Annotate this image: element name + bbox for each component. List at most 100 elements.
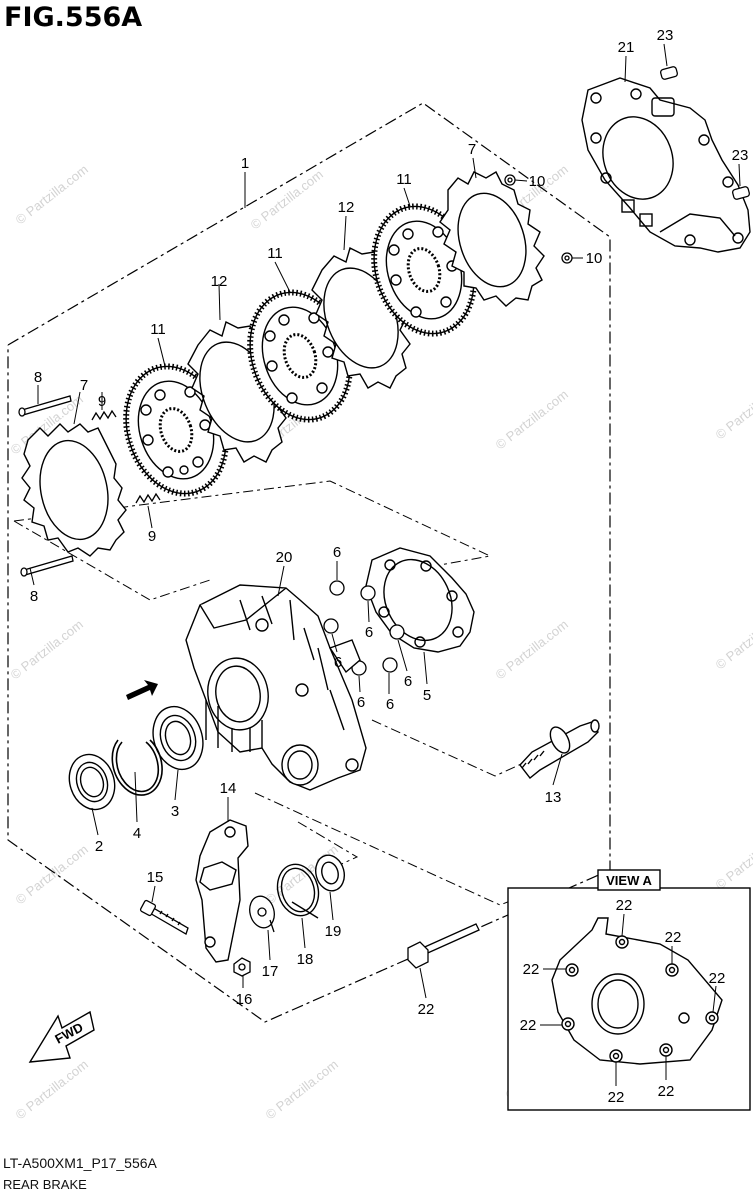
oil-seal-19 [314,854,346,892]
view-a-panel: VIEW A [507,869,751,1111]
callout-21: 21 [618,39,635,56]
callout-17: 17 [262,963,279,980]
figure-title: FIG.556A [4,2,143,33]
stack-guide-line [13,480,492,566]
callout-14: 14 [220,780,237,797]
brake-lever-14 [195,819,249,963]
callout-12: 12 [211,273,228,290]
callout-6: 6 [357,694,365,711]
view-a-label-box [597,869,661,891]
callout-22: 22 [665,929,682,946]
callout-8: 8 [34,369,42,386]
bolt-8-upper [18,395,72,417]
return-spring-18 [276,863,320,919]
bolt-15 [139,899,189,935]
steel-ball-6 [323,618,339,634]
callout-7: 7 [80,377,88,394]
callout-22: 22 [658,1083,675,1100]
watermark: © Partzilla.com [713,827,753,893]
watermark: © Partzilla.com [263,1057,341,1123]
callout-15: 15 [147,869,164,886]
callout-22: 22 [523,961,540,978]
spring-9-lower [135,492,161,504]
view-a-label: VIEW A [606,873,652,888]
gasket-21 [581,77,751,253]
circlip-4 [111,739,163,796]
steel-ball-6 [382,657,398,673]
callout-22: 22 [520,1017,537,1034]
callout-22: 22 [709,970,726,987]
steel-ball-6 [389,624,405,640]
fwd-arrow-icon: FWD [28,1010,95,1063]
watermark: © Partzilla.com [248,167,326,233]
watermark: © Partzilla.com [13,1057,91,1123]
callout-16: 16 [236,991,253,1008]
watermark: © Partzilla.com [713,377,753,443]
callout-11: 11 [267,245,283,262]
callout-19: 19 [325,923,342,940]
steel-ball-6 [329,580,345,596]
callout-22: 22 [608,1089,625,1106]
bearing-3 [152,705,204,771]
lock-washer-17 [249,895,275,933]
nut-10-lower [561,252,573,264]
steel-ball-6 [360,585,376,601]
callout-23: 23 [657,27,674,44]
piston-plate-5 [365,547,475,653]
watermark: © Partzilla.com [493,617,571,683]
brake-plate-7-back [439,171,545,307]
callout-13: 13 [545,789,562,806]
callout-12: 12 [338,199,355,216]
nut-10-upper [504,174,516,186]
callout-10: 10 [586,250,603,267]
callout-7: 7 [468,141,476,158]
dowel-pin-23-upper [660,66,678,80]
leader-lines [29,43,741,1086]
view-a-cover [551,917,723,1065]
callout-6: 6 [334,654,342,671]
callout-8: 8 [30,588,38,605]
figure-name: REAR BRAKE [3,1177,87,1192]
bolt-8-lower [20,555,74,577]
friction-disc-11-front [123,363,229,497]
callout-10: 10 [529,173,546,190]
figure-code: LT-A500XM1_P17_556A [3,1155,157,1171]
nut-16 [233,957,251,977]
callout-20: 20 [276,549,293,566]
brake-plate-7-front [21,423,127,557]
shaft-guide-line [371,719,531,777]
callout-3: 3 [171,803,179,820]
brake-housing-20 [185,584,367,791]
callout-9: 9 [98,393,106,410]
callout-9: 9 [148,528,156,545]
callout-11: 11 [396,171,412,188]
bolt-22 [407,923,480,969]
watermark: © Partzilla.com [493,387,571,453]
callout-labels: 1 2 3 4 5 6 6 6 6 6 6 7 7 8 8 9 9 10 10 … [30,27,749,1106]
callout-6: 6 [404,673,412,690]
callout-4: 4 [133,825,141,842]
callout-22: 22 [418,1001,435,1018]
callout-22: 22 [616,897,633,914]
callout-5: 5 [423,687,431,704]
direction-arrow [126,680,158,700]
watermark: © Partzilla.com [13,162,91,228]
callout-2: 2 [95,838,103,855]
oil-seal-2 [68,753,116,811]
callout-6: 6 [365,624,373,641]
spring-9-upper [91,409,117,421]
callout-1: 1 [241,155,249,172]
dowel-pin-23-lower [732,186,750,200]
seal-guide-line [297,821,359,868]
watermark: © Partzilla.com [8,617,86,683]
callout-18: 18 [297,951,314,968]
callout-11: 11 [150,321,166,338]
drive-shaft-13 [519,719,600,779]
watermark: © Partzilla.com [13,842,91,908]
callout-6: 6 [333,544,341,561]
callout-23: 23 [732,147,749,164]
callout-6: 6 [386,696,394,713]
watermark: © Partzilla.com [713,607,753,673]
